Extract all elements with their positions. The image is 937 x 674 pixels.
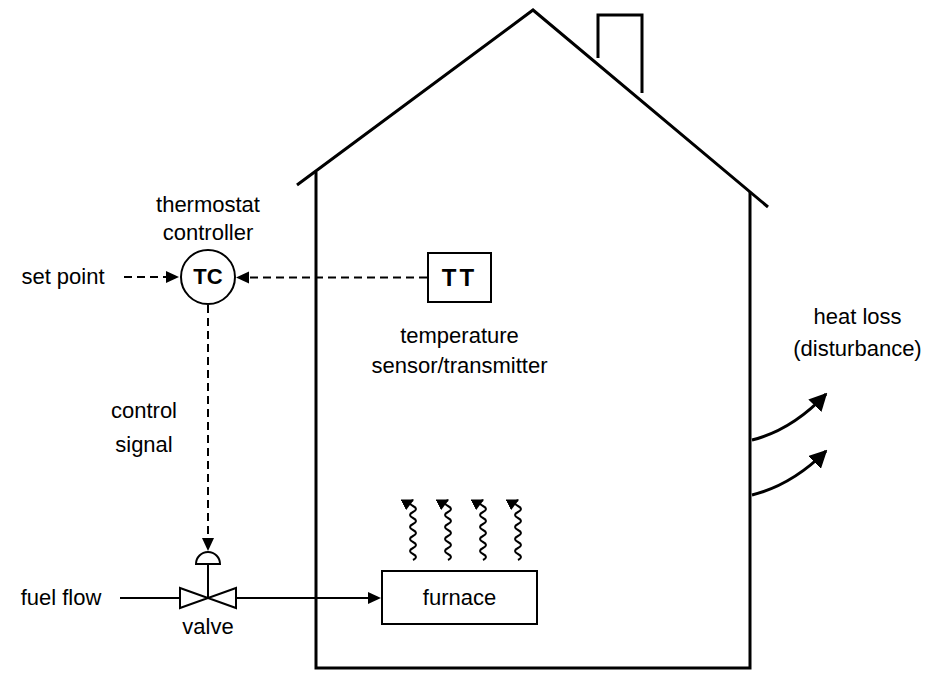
signal-connector — [237, 592, 381, 604]
heat-loss-label: heat loss (disturbance) — [785, 301, 930, 365]
valve-label: valve — [158, 614, 258, 640]
arrow-head — [236, 272, 249, 284]
transmitter-caption: temperature sensor/transmitter — [355, 321, 565, 381]
valve-body — [180, 588, 208, 608]
valve-drawing — [178, 550, 238, 610]
valve-stem — [207, 564, 209, 598]
valve-body — [208, 588, 236, 608]
fuel-line — [120, 597, 181, 599]
heat-wave — [445, 500, 451, 560]
set-point-label: set point — [4, 261, 122, 293]
controller-heading: thermostat controller — [123, 191, 293, 247]
controller-tag: TC — [193, 262, 222, 292]
signal-connector — [236, 272, 427, 284]
connector-line — [249, 277, 427, 279]
transmitter-tag: TT — [442, 263, 477, 293]
signal-label: control signal — [94, 394, 194, 462]
connector-line — [237, 597, 368, 599]
arrow-head — [368, 592, 381, 604]
set-point-arrow — [124, 271, 179, 283]
heat-waves — [410, 500, 521, 560]
valve-symbol: valve — [178, 550, 238, 610]
heat-wave — [410, 500, 416, 560]
furnace-box: furnace — [381, 570, 538, 625]
fuel-flow-label: fuel flow — [4, 582, 118, 614]
controller-circle: thermostat controllerTC — [180, 249, 236, 305]
heat-loss-arrows — [752, 394, 826, 495]
valve-actuator — [196, 552, 220, 564]
transmitter-box: TTtemperature sensor/transmitter — [427, 252, 492, 303]
heat-wave — [515, 500, 521, 560]
connector-line — [207, 305, 209, 538]
furnace-label: furnace — [423, 583, 496, 613]
signal-connector — [202, 305, 214, 551]
arrow-head — [202, 538, 214, 551]
heat-wave — [480, 500, 486, 560]
house-outline — [297, 10, 768, 668]
